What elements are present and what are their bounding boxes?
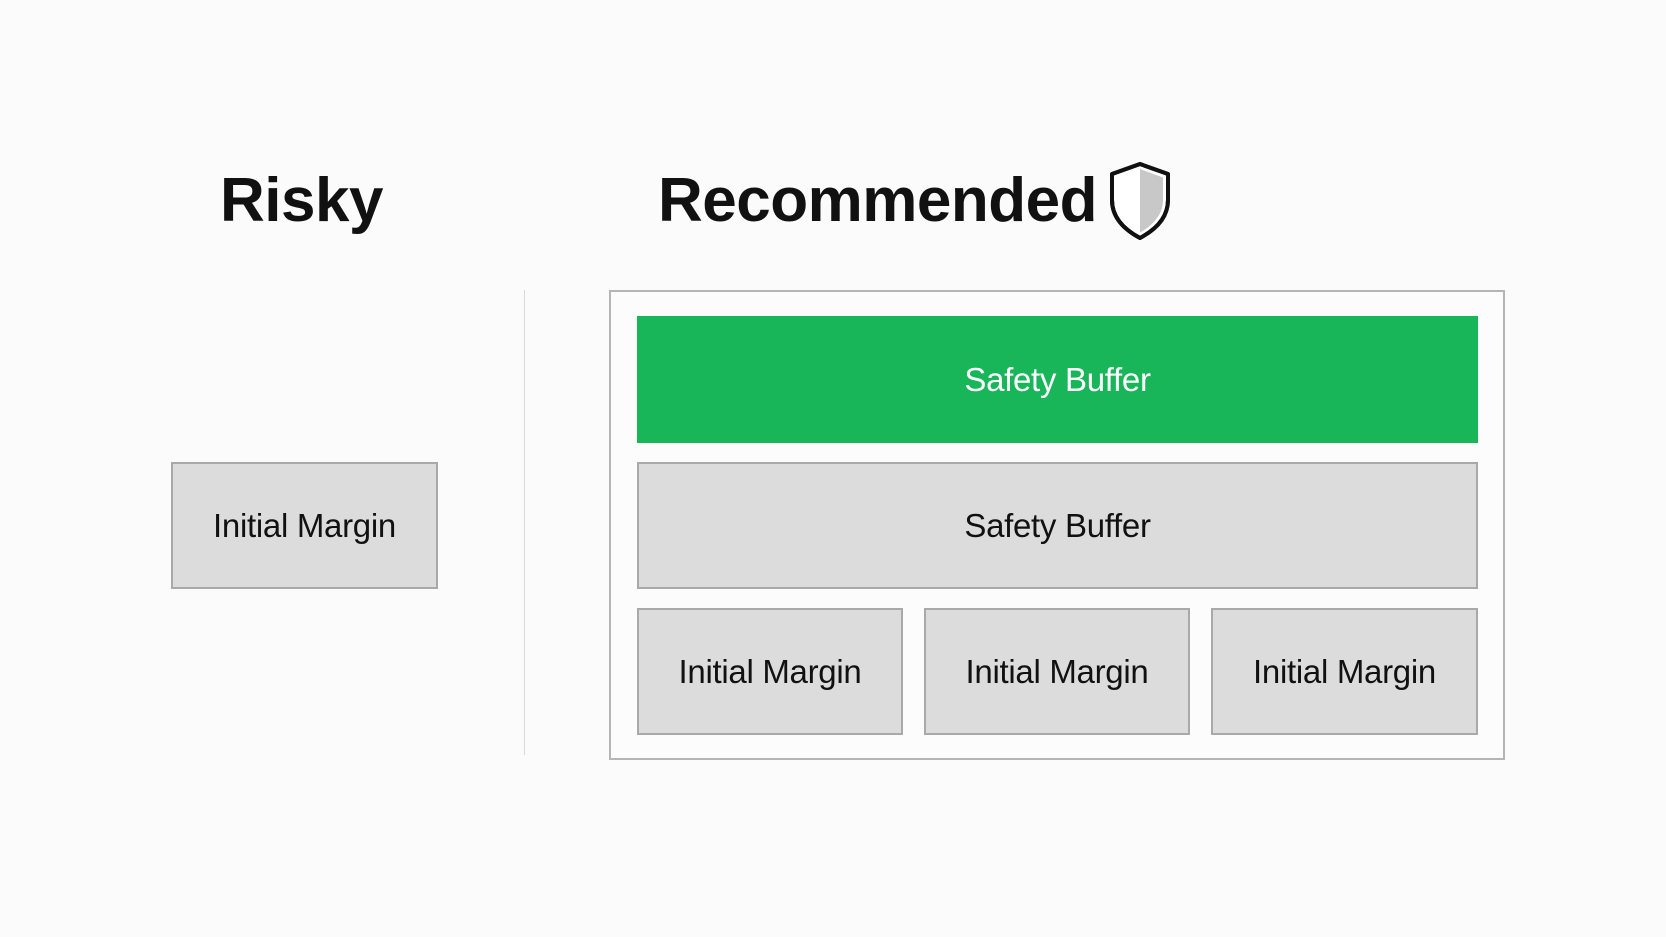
initial-margin-block-2: Initial Margin <box>924 608 1190 735</box>
initial-margin-label-2: Initial Margin <box>965 652 1149 690</box>
safety-buffer-secondary-block: Safety Buffer <box>637 462 1478 589</box>
risky-initial-margin-label: Initial Margin <box>213 506 396 544</box>
risky-heading: Risky <box>220 166 383 235</box>
initial-margin-block-3: Initial Margin <box>1211 608 1478 735</box>
initial-margin-block-1: Initial Margin <box>637 608 903 735</box>
risky-initial-margin-block: Initial Margin <box>171 462 438 589</box>
initial-margin-label-1: Initial Margin <box>678 652 862 690</box>
recommended-heading: Recommended <box>658 166 1097 235</box>
initial-margin-label-3: Initial Margin <box>1253 652 1436 690</box>
shield-icon <box>1106 160 1174 242</box>
safety-buffer-primary-label: Safety Buffer <box>964 360 1151 398</box>
section-divider <box>524 290 525 755</box>
safety-buffer-secondary-label: Safety Buffer <box>964 506 1151 544</box>
safety-buffer-primary-block: Safety Buffer <box>637 316 1478 443</box>
